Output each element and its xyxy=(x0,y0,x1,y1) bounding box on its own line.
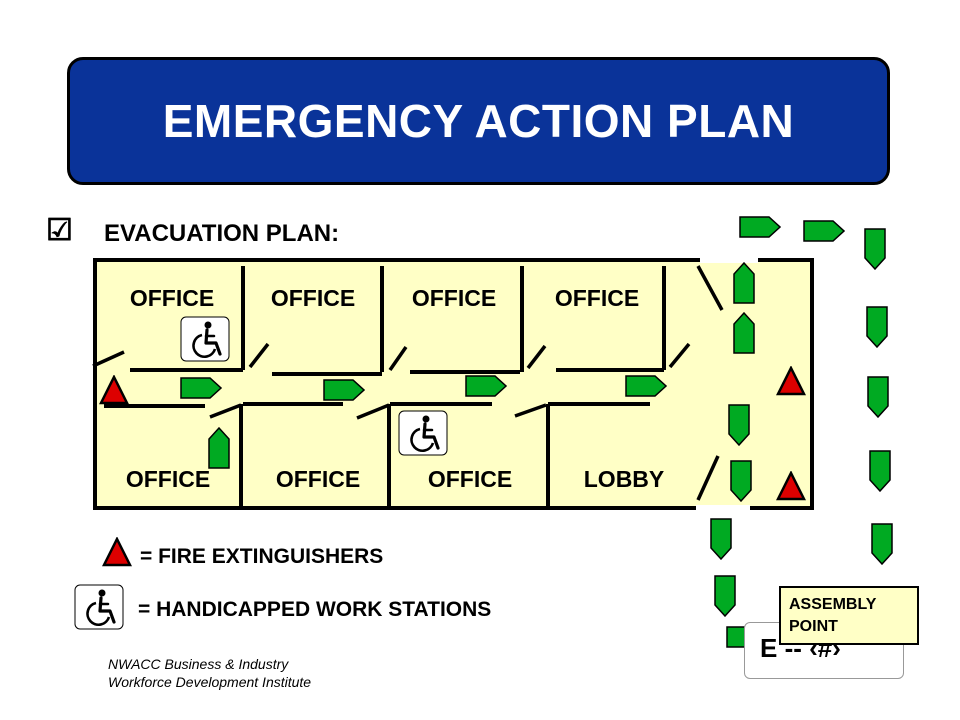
room-label-office-bottom-2: OFFICE xyxy=(276,466,360,492)
evacuation-arrow-icon xyxy=(869,450,891,492)
wheelchair-icon xyxy=(398,410,448,456)
legend-fire-extinguishers: = FIRE EXTINGUISHERS xyxy=(140,545,384,568)
page-title: EMERGENCY ACTION PLAN xyxy=(162,95,795,147)
legend-handicapped-stations: = HANDICAPPED WORK STATIONS xyxy=(138,598,492,621)
evacuation-arrow-icon xyxy=(803,220,845,242)
room-label-office-bottom-1: OFFICE xyxy=(126,466,210,492)
assembly-point-box: ASSEMBLY POINT xyxy=(779,586,919,645)
evacuation-arrow-icon xyxy=(867,376,889,418)
room-label-office-top-4: OFFICE xyxy=(555,285,639,311)
evacuation-arrow-icon xyxy=(864,228,886,270)
room-label-office-top-2: OFFICE xyxy=(271,285,355,311)
footer-institute: Workforce Development Institute xyxy=(108,674,312,690)
room-label-lobby: LOBBY xyxy=(584,466,665,492)
evacuation-arrow-icon xyxy=(871,523,893,565)
door-swings xyxy=(92,265,724,501)
checkbox-icon: ☑ xyxy=(46,214,73,247)
evacuation-arrow-icon xyxy=(866,306,888,348)
evacuation-arrow-icon xyxy=(710,518,732,560)
evacuation-arrow-icon xyxy=(714,575,736,617)
section-heading: EVACUATION PLAN: xyxy=(104,220,340,247)
evacuation-arrow-icon xyxy=(739,216,781,238)
room-label-office-top-1: OFFICE xyxy=(130,285,214,311)
assembly-point-label-line-2: POINT xyxy=(789,618,838,635)
fire-extinguisher-icon xyxy=(102,537,132,567)
room-label-office-bottom-3: OFFICE xyxy=(428,466,512,492)
room-label-office-top-3: OFFICE xyxy=(412,285,496,311)
wheelchair-icon xyxy=(74,584,124,630)
footer-organization: NWACC Business & Industry xyxy=(108,656,289,672)
title-banner: EMERGENCY ACTION PLAN xyxy=(67,57,890,185)
assembly-point-label-line-1: ASSEMBLY xyxy=(789,596,877,613)
wheelchair-icon xyxy=(180,316,230,362)
interior-walls xyxy=(104,266,666,508)
